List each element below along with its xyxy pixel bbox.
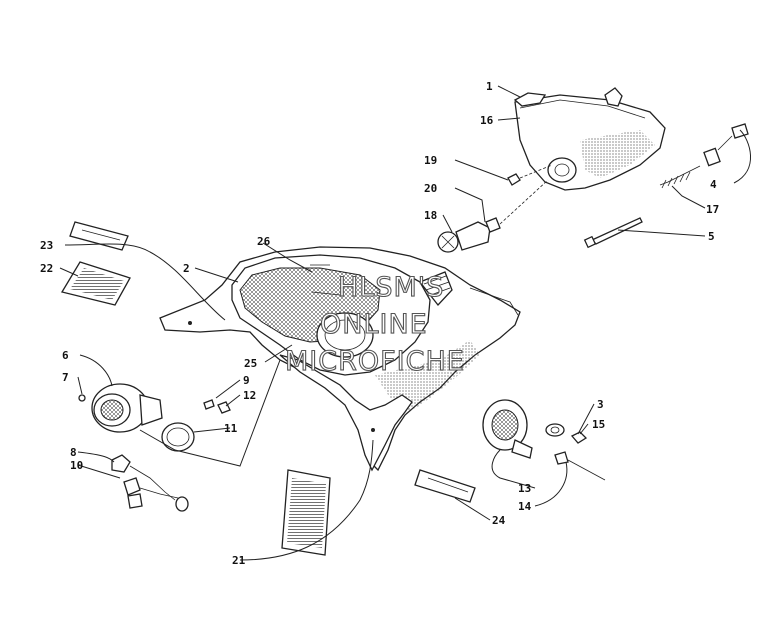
callout-19: 19 [424,154,437,167]
gauge-ring [161,422,195,452]
callout-20: 20 [424,182,437,195]
wiring-harness [111,454,189,512]
decal-21 [281,469,331,556]
callout-18: 18 [424,209,437,222]
callout-8: 8 [70,446,77,459]
watermark: HLSM'S ONLINE MICROFICHE [284,271,465,377]
callout-labels: 1 16 19 20 18 4 17 5 26 23 2 22 6 25 7 9… [40,80,719,567]
hood-shroud [159,246,521,472]
watermark-line-3: MICROFICHE [285,346,465,377]
callout-7: 7 [62,371,69,384]
callout-21: 21 [232,554,246,567]
callout-1: 1 [486,80,493,93]
decal-24 [414,469,476,503]
screw-5 [583,217,643,249]
callout-2: 2 [183,262,190,275]
screw-19 [507,164,553,186]
callout-9: 9 [243,374,250,387]
callout-13: 13 [518,482,531,495]
callout-6: 6 [62,349,69,362]
headlight-socket [547,157,577,183]
callout-17: 17 [706,203,719,216]
callout-25: 25 [244,357,257,370]
leader-lines [59,85,751,561]
right-light [482,399,606,481]
callout-23: 23 [40,239,53,252]
callout-26: 26 [257,235,271,248]
callout-15: 15 [592,418,605,431]
watermark-line-2: ONLINE [320,309,428,340]
callout-10: 10 [70,459,83,472]
decal-22 [60,261,131,306]
decal-23 [69,221,129,251]
adjuster-screw [659,123,749,189]
callout-12: 12 [243,389,256,402]
callout-16: 16 [480,114,494,127]
callout-24: 24 [492,514,506,527]
watermark-line-1: HLSM'S [338,272,444,303]
callout-22: 22 [40,262,53,275]
callout-5: 5 [708,230,715,243]
gauge [91,383,163,433]
callout-14: 14 [518,500,532,513]
headlight-bulb [437,179,549,253]
headlight-housing [513,87,666,191]
callout-11: 11 [224,422,238,435]
callout-3: 3 [597,398,604,411]
callout-4: 4 [710,178,717,191]
small-fasteners [78,394,231,414]
